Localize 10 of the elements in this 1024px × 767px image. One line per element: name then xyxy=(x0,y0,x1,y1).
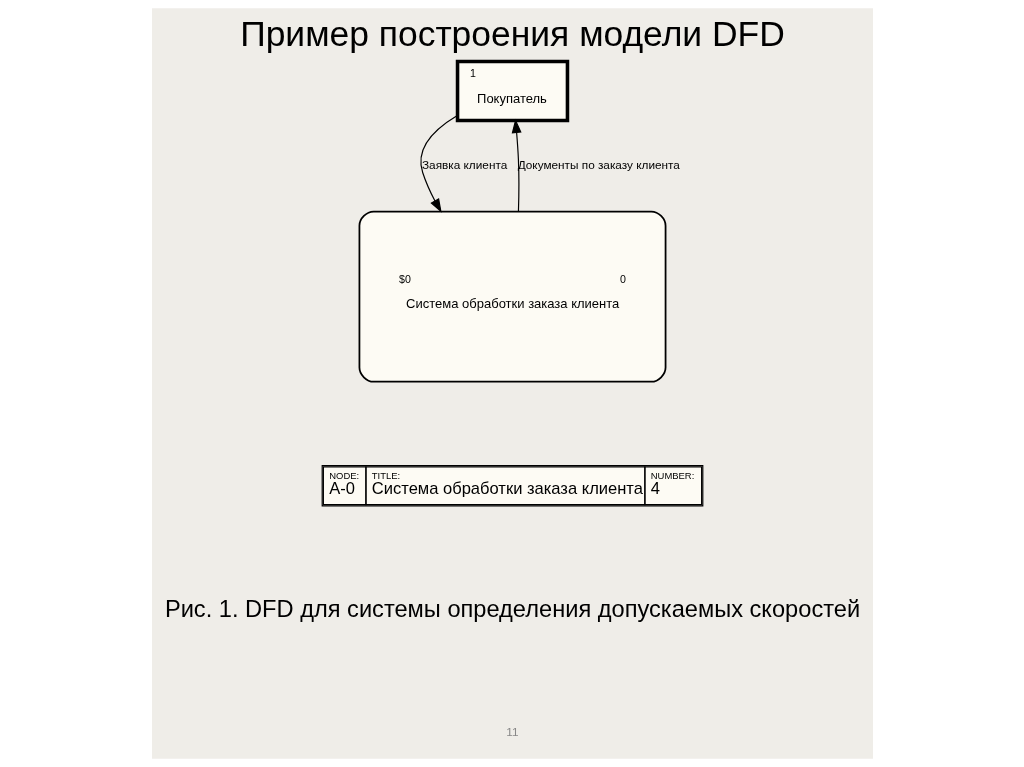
label: TITLE: xyxy=(371,470,400,482)
label: NUMBER: xyxy=(650,470,694,482)
label: 4 xyxy=(650,479,660,499)
label: 11 xyxy=(505,724,519,739)
label: Система обработки заказа клиента xyxy=(371,479,643,499)
label: A-0 xyxy=(328,479,355,499)
edge-label: Заявка клиента xyxy=(421,157,507,172)
label: NODE: xyxy=(328,470,359,482)
diagram-title: Пример построения модели DFD xyxy=(239,14,785,55)
caption: Рис. 1. DFD для системы определения допускаемых скоростей xyxy=(164,595,860,622)
